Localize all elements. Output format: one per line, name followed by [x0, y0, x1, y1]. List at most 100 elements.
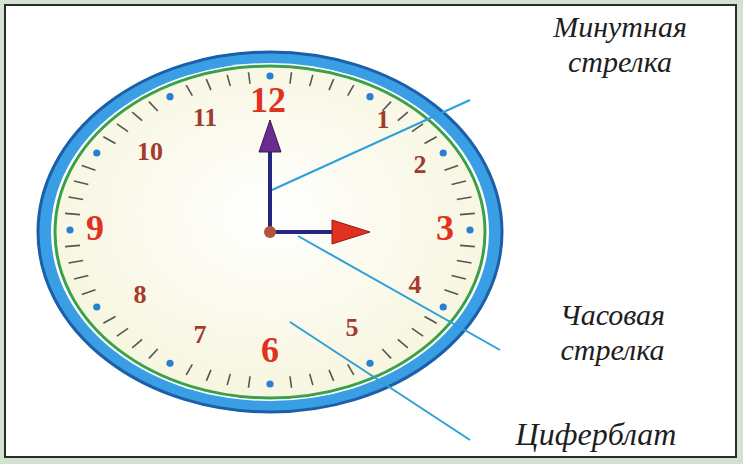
dial-number: 5 — [346, 315, 359, 341]
minute-tick — [248, 376, 250, 387]
tick-mark — [329, 370, 334, 381]
minute-tick — [398, 112, 408, 121]
hour-hand-head — [332, 220, 370, 244]
minute-tick — [460, 213, 475, 214]
minute-tick — [74, 275, 88, 279]
minute-tick — [457, 197, 472, 199]
tick-mark — [117, 328, 128, 336]
minute-tick — [117, 124, 128, 132]
minute-tick — [398, 339, 408, 348]
tick-mark — [460, 245, 475, 246]
tick-mark — [348, 85, 354, 96]
tick-mark — [93, 303, 100, 310]
tick-mark — [266, 380, 273, 387]
leader-line — [272, 100, 470, 190]
minute-tick — [132, 112, 142, 121]
tick-mark — [93, 149, 100, 156]
minute-tick — [206, 79, 211, 90]
minute-tick — [69, 197, 84, 199]
tick-mark — [74, 181, 88, 185]
hour-dot — [366, 360, 373, 367]
hour-hand — [270, 220, 370, 244]
tick-mark — [103, 137, 115, 144]
tick-mark — [452, 275, 466, 279]
dial-number: 4 — [409, 272, 422, 298]
hour-dot — [440, 303, 447, 310]
tick-marks — [65, 72, 475, 388]
tick-mark — [82, 290, 96, 295]
minute-tick — [310, 75, 313, 86]
tick-mark — [132, 112, 142, 121]
tick-mark — [206, 370, 211, 381]
minute-tick — [103, 316, 115, 323]
tick-mark — [65, 245, 80, 246]
dial-number: 1 — [377, 107, 390, 133]
tick-mark — [460, 213, 475, 214]
tick-mark — [366, 360, 373, 367]
minute-tick — [444, 290, 458, 295]
tick-mark — [266, 72, 273, 79]
tick-mark — [206, 79, 211, 90]
minute-tick — [310, 374, 313, 385]
tick-mark — [457, 261, 472, 263]
minute-tick — [117, 328, 128, 336]
tick-mark — [466, 226, 473, 233]
dial-number: 10 — [137, 139, 163, 165]
tick-mark — [310, 374, 313, 385]
minute-tick — [74, 181, 88, 185]
minute-tick — [460, 245, 475, 246]
minute-tick — [329, 370, 334, 381]
clock-face — [55, 66, 485, 398]
tick-mark — [440, 303, 447, 310]
tick-mark — [398, 112, 408, 121]
hour-dot — [166, 360, 173, 367]
dial-number: 9 — [86, 210, 104, 246]
clock-rim — [38, 52, 502, 412]
minute-tick — [149, 349, 158, 358]
tick-mark — [103, 316, 115, 323]
hour-dot — [93, 149, 100, 156]
minute-tick — [444, 165, 458, 170]
minute-tick — [69, 261, 84, 263]
minute-tick — [82, 290, 96, 295]
minute-hand-head — [259, 120, 281, 152]
hour-hand-shaft — [270, 230, 334, 234]
tick-mark — [166, 360, 173, 367]
minute-tick — [248, 72, 250, 83]
tick-mark — [412, 328, 423, 336]
tick-mark — [366, 93, 373, 100]
tick-mark — [310, 75, 313, 86]
minute-tick — [227, 374, 230, 385]
tick-mark — [227, 374, 230, 385]
tick-mark — [440, 149, 447, 156]
tick-mark — [248, 376, 250, 387]
minute-tick — [452, 275, 466, 279]
dial-number: 12 — [250, 82, 286, 118]
rim-highlight — [51, 63, 489, 401]
callout-label: Циферблат — [476, 416, 716, 453]
leader-line — [298, 236, 500, 350]
callout-label: Минутная стрелка — [520, 10, 720, 79]
minute-tick — [452, 181, 466, 185]
minute-tick — [412, 328, 423, 336]
tick-mark — [425, 137, 437, 144]
tick-mark — [69, 261, 84, 263]
tick-mark — [149, 102, 158, 111]
dial-number: 7 — [194, 322, 207, 348]
minute-tick — [206, 370, 211, 381]
hour-dot — [93, 303, 100, 310]
hour-dot — [366, 93, 373, 100]
tick-mark — [290, 376, 292, 387]
tick-mark — [66, 226, 73, 233]
minute-tick — [290, 72, 292, 83]
tick-mark — [452, 181, 466, 185]
dial-number: 2 — [414, 152, 427, 178]
minute-tick — [227, 75, 230, 86]
minute-tick — [290, 376, 292, 387]
dial-number: 6 — [261, 332, 279, 368]
hand-pivot — [264, 226, 276, 238]
minute-tick — [329, 79, 334, 90]
tick-mark — [65, 213, 80, 214]
minute-tick — [348, 85, 354, 96]
